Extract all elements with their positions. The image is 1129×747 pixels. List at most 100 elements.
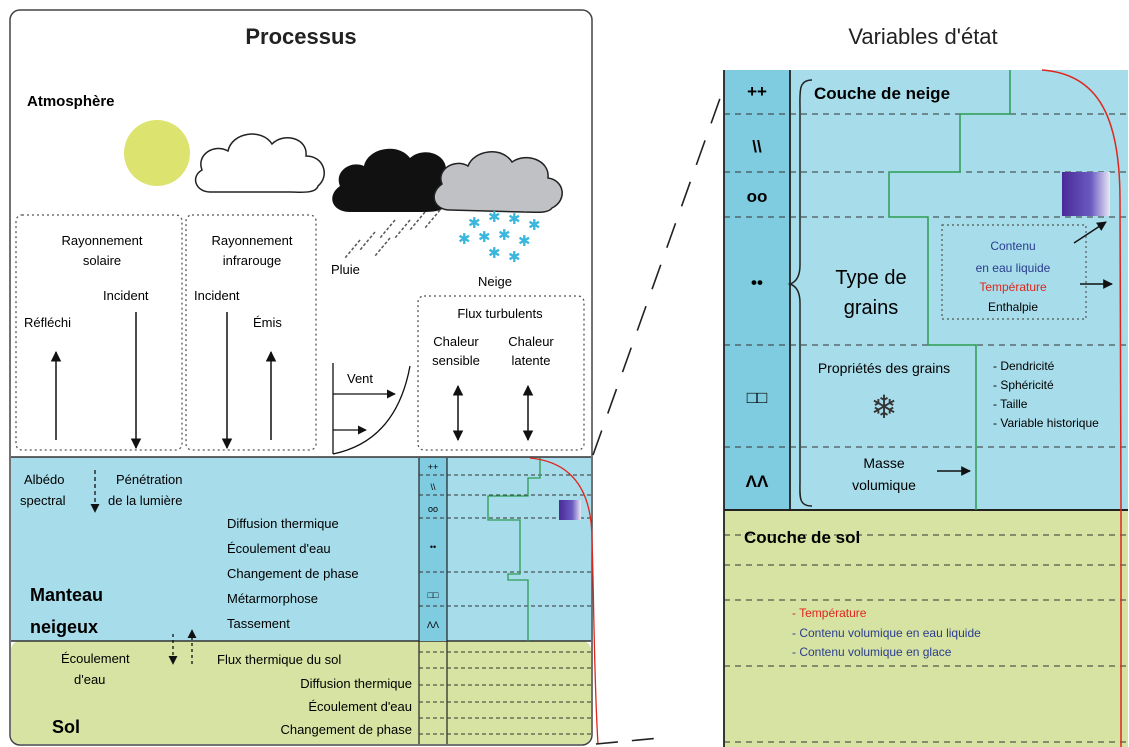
enthalpy-label: Enthalpie xyxy=(988,300,1038,314)
temperature-label: Température xyxy=(979,280,1047,294)
wind-profile-curve xyxy=(332,365,411,455)
snow-process-3: Changement de phase xyxy=(227,566,359,581)
ir-incident-label: Incident xyxy=(194,288,240,303)
grey-cloud-icon xyxy=(433,151,563,214)
symbol-4: •• xyxy=(751,273,763,292)
mini-profile: ++ \\ oo •• □□ ΛΛ xyxy=(418,457,599,745)
mini-symbol-2: \\ xyxy=(430,482,436,492)
mini-temperature-curve xyxy=(529,457,599,745)
temperature-profile-curve xyxy=(1041,69,1122,747)
soil-layer-zoom xyxy=(724,510,1128,747)
snow-process-1: Diffusion thermique xyxy=(227,516,339,531)
zoom-connector-top xyxy=(592,89,724,456)
soil-water-flow-line1: Écoulement xyxy=(61,651,130,666)
snow-layer-zoom xyxy=(724,70,1128,510)
wind-label: Vent xyxy=(347,371,373,386)
soil-label: Sol xyxy=(52,717,80,737)
snowpack-label-line2: neigeux xyxy=(30,617,98,637)
ir-emitted-label: Émis xyxy=(253,315,282,330)
albedo-line2: spectral xyxy=(20,493,66,508)
symbol-6: ΛΛ xyxy=(746,472,769,491)
mini-symbol-4: •• xyxy=(430,542,436,552)
svg-text:✱: ✱ xyxy=(458,231,471,248)
solar-radiation-line1: Rayonnement xyxy=(62,233,143,248)
snow-process-4: Métarmorphose xyxy=(227,591,318,606)
soil-process-1: Flux thermique du sol xyxy=(217,652,341,667)
water-content-arrow xyxy=(1073,221,1107,244)
svg-text:✱: ✱ xyxy=(468,215,481,232)
soil-var-2: - Contenu volumique en eau liquide xyxy=(792,626,981,640)
grain-prop-3: - Taille xyxy=(993,397,1028,411)
grain-type-line2: grains xyxy=(844,297,898,319)
soil-band xyxy=(11,641,591,744)
albedo-line1: Albédo xyxy=(24,472,64,487)
ir-radiation-line2: infrarouge xyxy=(223,253,282,268)
svg-text:✱: ✱ xyxy=(478,229,491,246)
symbol-1: ++ xyxy=(747,82,767,101)
symbol-3: oo xyxy=(747,187,768,206)
thermal-vars-box xyxy=(941,224,1087,320)
atmosphere-label: Atmosphère xyxy=(27,93,115,110)
zoom-connector-bottom xyxy=(595,737,661,745)
solar-radiation-line2: solaire xyxy=(83,253,121,268)
sensible-heat-line1: Chaleur xyxy=(433,334,479,349)
svg-text:✱: ✱ xyxy=(518,233,531,250)
mini-symbol-3: oo xyxy=(428,504,438,514)
soil-process-4: Changement de phase xyxy=(280,722,412,737)
soil-layer-label: Couche de sol xyxy=(744,528,860,547)
mini-symbol-5: □□ xyxy=(428,590,439,600)
density-line1: Masse xyxy=(863,455,904,471)
latent-heat-line1: Chaleur xyxy=(508,334,554,349)
symbol-column xyxy=(724,70,790,510)
snow-label: Neige xyxy=(478,274,512,289)
mini-symbol-1: ++ xyxy=(428,462,439,472)
svg-text:✱: ✱ xyxy=(508,249,521,266)
rain-label: Pluie xyxy=(331,262,360,277)
snow-process-2: Écoulement d'eau xyxy=(227,541,331,556)
sun-icon xyxy=(124,120,190,186)
snow-crystal-icon: ❄ xyxy=(871,389,898,425)
state-variables-title: Variables d'état xyxy=(848,24,997,49)
svg-text:✱: ✱ xyxy=(498,227,511,244)
solar-radiation-box xyxy=(15,214,183,451)
soil-process-2: Diffusion thermique xyxy=(300,676,412,691)
mini-purple-bar xyxy=(559,500,581,520)
grain-prop-4: - Variable historique xyxy=(993,416,1099,430)
snowpack-label-line1: Manteau xyxy=(30,585,103,605)
white-cloud-icon xyxy=(194,133,325,193)
green-profile-line xyxy=(888,70,1011,510)
water-content-line2: en eau liquide xyxy=(976,261,1051,275)
soil-process-3: Écoulement d'eau xyxy=(308,699,412,714)
grain-type-line1: Type de xyxy=(835,267,906,289)
mini-symbol-6: ΛΛ xyxy=(427,620,439,630)
turbulent-flux-box xyxy=(417,295,585,451)
svg-text:✱: ✱ xyxy=(528,217,541,234)
symbol-5: □□ xyxy=(747,388,768,407)
sensible-heat-line2: sensible xyxy=(432,353,480,368)
soil-water-flow-line2: d'eau xyxy=(74,672,105,687)
symbol-2: \\ xyxy=(752,137,762,156)
turbulent-flux-title: Flux turbulents xyxy=(457,306,543,321)
mini-green-profile xyxy=(487,458,541,641)
dark-cloud-icon xyxy=(332,148,458,212)
penetration-line1: Pénétration xyxy=(116,472,183,487)
density-line2: volumique xyxy=(852,477,916,493)
ir-radiation-line1: Rayonnement xyxy=(212,233,293,248)
grain-prop-2: - Sphéricité xyxy=(993,378,1054,392)
grain-prop-1: - Dendricité xyxy=(993,359,1055,373)
water-content-line1: Contenu xyxy=(990,239,1035,253)
svg-text:✱: ✱ xyxy=(488,209,501,226)
soil-var-3: - Contenu volumique en glace xyxy=(792,645,952,659)
snowflakes-icon: ✱ ✱ ✱ ✱ ✱ ✱ ✱ ✱ ✱ ✱ xyxy=(458,209,541,266)
snowpack-band xyxy=(11,457,591,641)
soil-var-1: - Température xyxy=(792,606,867,620)
process-panel-title: Processus xyxy=(245,24,356,49)
svg-text:✱: ✱ xyxy=(508,211,521,228)
liquid-water-gradient-bar xyxy=(1062,172,1110,216)
solar-reflected-label: Réfléchi xyxy=(24,315,71,330)
rain-icon xyxy=(344,209,441,259)
grain-type-brace xyxy=(787,79,813,507)
grain-properties-label: Propriétés des grains xyxy=(818,360,950,376)
penetration-line2: de la lumière xyxy=(108,493,182,508)
